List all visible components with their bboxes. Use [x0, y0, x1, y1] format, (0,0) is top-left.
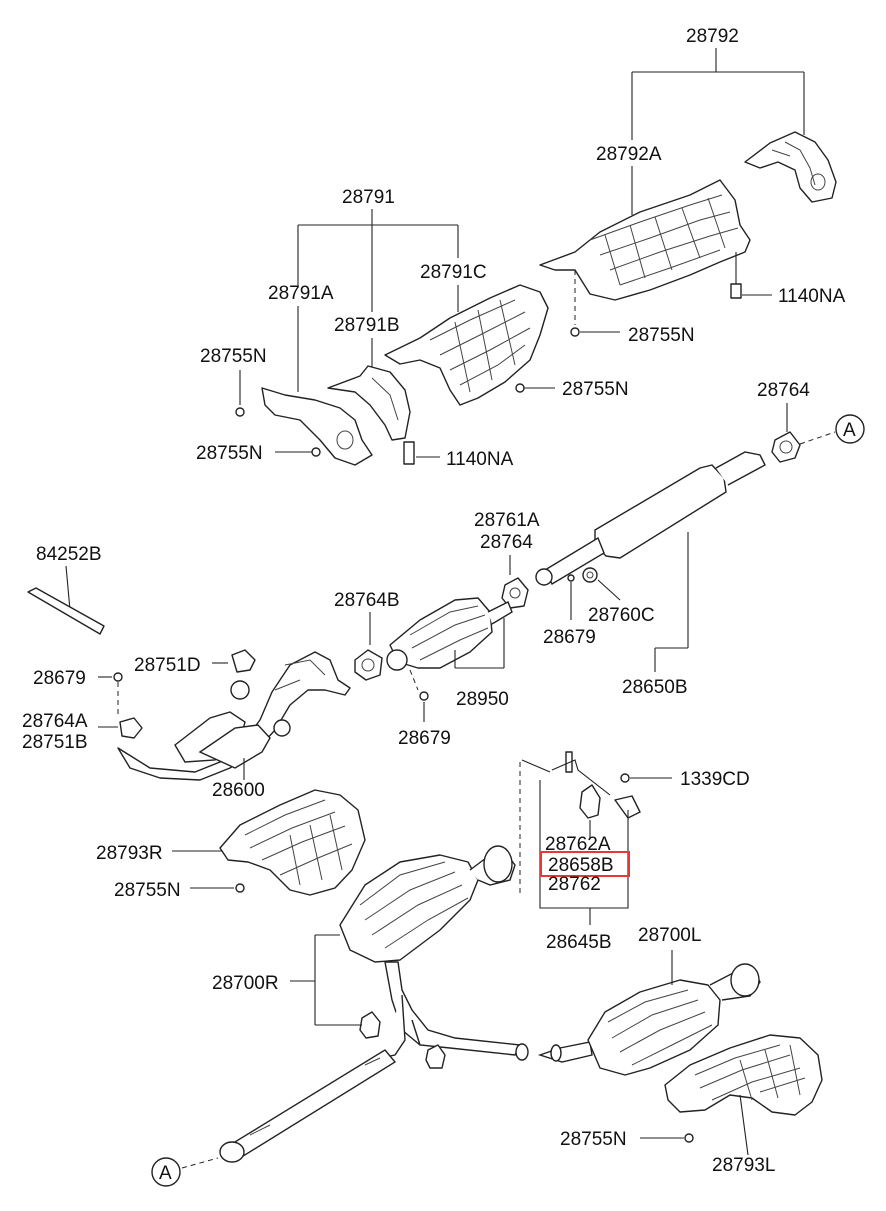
rubber-hanger-28762A[interactable] [579, 784, 601, 819]
nut-28755N-rear-right[interactable] [684, 1133, 694, 1143]
label-28751D[interactable]: 28751D [134, 655, 201, 676]
label-1339CD[interactable]: 1339CD [680, 769, 750, 790]
center-muffler-28650B[interactable] [594, 464, 727, 559]
insulation-strip-84252B[interactable] [27, 587, 105, 635]
label-28679-left[interactable]: 28679 [33, 668, 86, 689]
heat-shield-28793R[interactable] [219, 789, 366, 896]
ref-A-top[interactable] [835, 414, 865, 444]
label-ref-A-top[interactable]: A [843, 420, 856, 441]
hanger-28760C[interactable] [582, 567, 598, 583]
nut-28755N-rear-left[interactable] [235, 883, 245, 893]
label-28764A[interactable]: 28764A [22, 711, 88, 732]
label-28793L[interactable]: 28793L [712, 1155, 775, 1176]
rear-muffler-28700R[interactable] [339, 854, 479, 963]
label-28793R[interactable]: 28793R [96, 843, 163, 864]
bracket-28762[interactable] [614, 795, 641, 819]
label-28761A[interactable]: 28761A [474, 510, 540, 531]
highlight-box-28658B [540, 851, 630, 877]
label-28755N-left-1[interactable]: 28755N [200, 346, 267, 367]
label-28791B[interactable]: 28791B [334, 315, 400, 336]
label-28755N-left-2[interactable]: 28755N [196, 443, 263, 464]
label-28755N-upper[interactable]: 28755N [628, 325, 695, 346]
label-28791C[interactable]: 28791C [420, 262, 487, 283]
heat-shield-28791A[interactable] [261, 387, 373, 466]
nut-28679-left[interactable] [113, 672, 123, 682]
group-28645B: 1339CD 28762A 28658B 28762 28645B [519, 751, 750, 953]
nut-28755N-upper[interactable] [570, 327, 580, 337]
label-28658B[interactable]: 28658B [548, 855, 614, 876]
nut-1339CD[interactable] [620, 773, 630, 783]
label-28751B[interactable]: 28751B [22, 732, 88, 753]
bolt-1140NA-mid[interactable] [403, 441, 415, 465]
label-28700L[interactable]: 28700L [638, 925, 701, 946]
group-28950: 28764B 28950 28679 [334, 590, 513, 749]
ref-A-bottom[interactable] [151, 1157, 181, 1187]
group-28791: 28791 28791A 28791B 28791C 28755N 28755N… [196, 187, 629, 470]
label-28650B[interactable]: 28650B [622, 677, 688, 698]
label-28764B[interactable]: 28764B [334, 590, 400, 611]
label-28755N-mid[interactable]: 28755N [562, 379, 629, 400]
group-28793L: 28793L 28755N [560, 1034, 823, 1176]
label-ref-A-bottom[interactable]: A [159, 1163, 172, 1184]
bolt-hanger[interactable] [565, 751, 573, 773]
bolt-1140NA-upper[interactable] [730, 283, 742, 299]
gasket-28764-top[interactable] [771, 431, 801, 463]
group-28600: 28751D 28679 28764A 28751B 28600 [22, 649, 351, 801]
heat-shield-28793L[interactable] [664, 1034, 823, 1116]
heat-shield-28791C[interactable] [384, 284, 549, 406]
label-28679-center[interactable]: 28679 [543, 627, 596, 648]
label-28600[interactable]: 28600 [212, 780, 265, 801]
nut-28755N-left-1[interactable] [235, 407, 245, 417]
gasket-28764-mid[interactable] [501, 577, 529, 609]
gasket-28751D[interactable] [231, 649, 256, 673]
label-28764-top[interactable]: 28764 [757, 380, 810, 401]
label-28755N-rear-left[interactable]: 28755N [114, 880, 181, 901]
label-28950[interactable]: 28950 [456, 689, 509, 710]
nut-28755N-left-2[interactable] [311, 447, 321, 457]
group-28792: 28792 28792A 1140NA 28755N [539, 26, 846, 346]
label-28700R[interactable]: 28700R [212, 973, 279, 994]
group-28700L: 28700L [537, 925, 761, 1076]
label-84252B[interactable]: 84252B [36, 544, 102, 565]
gasket-28764A[interactable] [119, 717, 143, 739]
nut-28679-center[interactable] [567, 574, 575, 582]
nut-28755N-mid[interactable] [515, 383, 525, 393]
heat-shield-28791B[interactable] [327, 365, 411, 441]
label-28679-cat[interactable]: 28679 [398, 728, 451, 749]
label-28791A[interactable]: 28791A [268, 283, 334, 304]
label-28792[interactable]: 28792 [686, 26, 739, 47]
group-28650B: 28764 A 28760C 28679 28650B 28761A 28764 [474, 380, 865, 698]
label-28791[interactable]: 28791 [342, 187, 395, 208]
intermediate-pipe[interactable] [228, 1049, 397, 1159]
heat-shield-bracket-28792[interactable] [744, 131, 837, 203]
label-28764-mid[interactable]: 28764 [480, 532, 533, 553]
label-28755N-rear-right[interactable]: 28755N [560, 1129, 627, 1150]
nut-28679-cat[interactable] [419, 691, 429, 701]
label-1140NA-mid[interactable]: 1140NA [446, 449, 514, 470]
label-28645B[interactable]: 28645B [546, 932, 612, 953]
group-28700R: 28700R A [151, 845, 529, 1187]
rubber-hanger-rear-r[interactable] [359, 1011, 381, 1039]
gasket-28764B[interactable] [354, 649, 383, 681]
group-28793R: 28793R 28755N [96, 789, 366, 901]
label-28760C[interactable]: 28760C [588, 605, 655, 626]
label-1140NA-upper[interactable]: 1140NA [778, 286, 846, 307]
label-28762[interactable]: 28762 [548, 874, 601, 895]
label-28762A[interactable]: 28762A [545, 834, 611, 855]
label-28792A[interactable]: 28792A [596, 144, 662, 165]
rubber-hanger-y-pipe[interactable] [425, 1044, 446, 1069]
group-84252B: 84252B [27, 544, 105, 635]
